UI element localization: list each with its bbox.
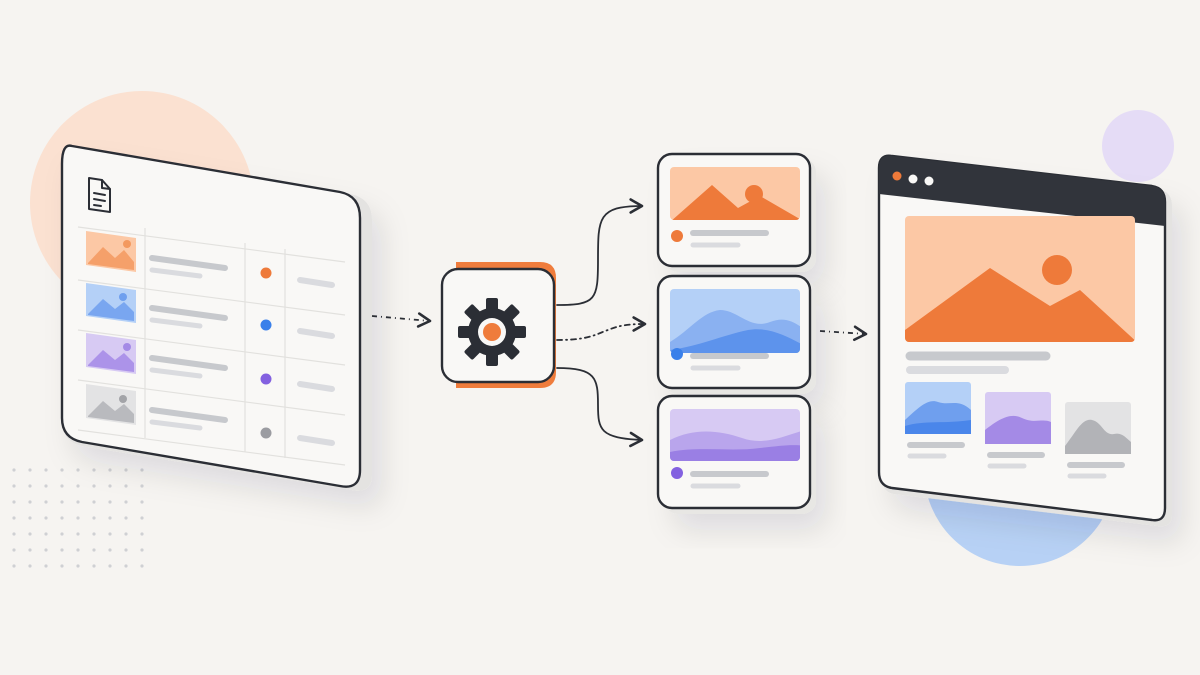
- deco-dot: [76, 484, 80, 488]
- thumbnail-card: [905, 382, 971, 459]
- deco-dot: [92, 516, 96, 520]
- result-browser-window: [877, 154, 1172, 527]
- deco-dot: [44, 484, 48, 488]
- deco-dot: [124, 500, 128, 504]
- deco-dot: [76, 548, 80, 552]
- deco-dot: [12, 516, 16, 520]
- deco-dot: [140, 564, 144, 568]
- arrow-right-icon: [556, 198, 644, 306]
- deco-dot: [140, 548, 144, 552]
- deco-dot: [28, 500, 32, 504]
- arrow-right-icon: [556, 316, 647, 341]
- deco-dot: [140, 484, 144, 488]
- table-row: [86, 384, 335, 446]
- deco-dot: [124, 548, 128, 552]
- deco-dot: [140, 516, 144, 520]
- deco-dot: [28, 468, 32, 472]
- deco-dot: [12, 484, 16, 488]
- gear-icon: [458, 298, 526, 366]
- thumbnail-card: [1065, 402, 1131, 479]
- deco-dot: [92, 532, 96, 536]
- deco-dot: [60, 500, 64, 504]
- branch-connectors: [556, 198, 647, 448]
- deco-dot: [12, 532, 16, 536]
- table-row: [86, 231, 335, 288]
- deco-dot: [44, 548, 48, 552]
- document-icon: [88, 177, 111, 213]
- deco-dot: [92, 484, 96, 488]
- deco-dot: [12, 468, 16, 472]
- deco-dot: [28, 532, 32, 536]
- deco-dot: [108, 548, 112, 552]
- browser-title-bar: [879, 155, 1165, 226]
- table-row: [86, 283, 335, 339]
- deco-dot: [28, 516, 32, 520]
- deco-dot: [108, 500, 112, 504]
- deco-dot: [12, 548, 16, 552]
- deco-dot: [140, 500, 144, 504]
- deco-dot: [92, 564, 96, 568]
- deco-dot: [108, 564, 112, 568]
- deco-dot: [12, 564, 16, 568]
- deco-dot: [44, 532, 48, 536]
- deco-dot: [108, 516, 112, 520]
- deco-dot: [60, 532, 64, 536]
- deco-dot-grid: [12, 468, 144, 568]
- deco-dot: [60, 548, 64, 552]
- table-grid: [77, 226, 346, 466]
- deco-dot: [108, 484, 112, 488]
- deco-dot: [28, 548, 32, 552]
- output-card: [656, 152, 816, 272]
- deco-dot: [28, 484, 32, 488]
- deco-dot: [124, 564, 128, 568]
- deco-dot: [140, 468, 144, 472]
- output-card: [656, 394, 816, 514]
- arrow-right-icon: [556, 367, 644, 448]
- deco-dot: [92, 468, 96, 472]
- deco-dot: [44, 468, 48, 472]
- image-icon: [905, 255, 1135, 342]
- deco-dot: [124, 468, 128, 472]
- deco-dot: [108, 532, 112, 536]
- deco-dot: [140, 532, 144, 536]
- window-dots-icon: [892, 171, 934, 186]
- deco-dot: [60, 516, 64, 520]
- arrow-right-icon: [371, 312, 432, 328]
- deco-dot: [60, 564, 64, 568]
- deco-dot: [92, 500, 96, 504]
- source-table-panel: [60, 144, 372, 491]
- deco-dot: [76, 516, 80, 520]
- deco-dot: [12, 500, 16, 504]
- deco-dot: [124, 516, 128, 520]
- deco-dot: [108, 468, 112, 472]
- deco-dot: [44, 516, 48, 520]
- table-row: [86, 333, 335, 392]
- arrow-right-icon: [819, 325, 868, 342]
- deco-dot: [124, 484, 128, 488]
- deco-dot: [60, 484, 64, 488]
- deco-dot: [92, 548, 96, 552]
- deco-dot: [28, 564, 32, 568]
- deco-dot: [60, 468, 64, 472]
- output-card: [656, 274, 816, 394]
- deco-dot: [76, 564, 80, 568]
- deco-lavender-circle: [1102, 110, 1174, 182]
- deco-dot: [76, 500, 80, 504]
- thumbnail-card: [985, 392, 1051, 469]
- gear-processor-tile: [440, 262, 556, 388]
- deco-dot: [124, 532, 128, 536]
- deco-dot: [76, 468, 80, 472]
- image-icon: [670, 185, 800, 220]
- deco-dot: [44, 564, 48, 568]
- deco-dot: [44, 500, 48, 504]
- deco-dot: [76, 532, 80, 536]
- image-icon: [670, 310, 800, 353]
- image-icon: [670, 430, 800, 461]
